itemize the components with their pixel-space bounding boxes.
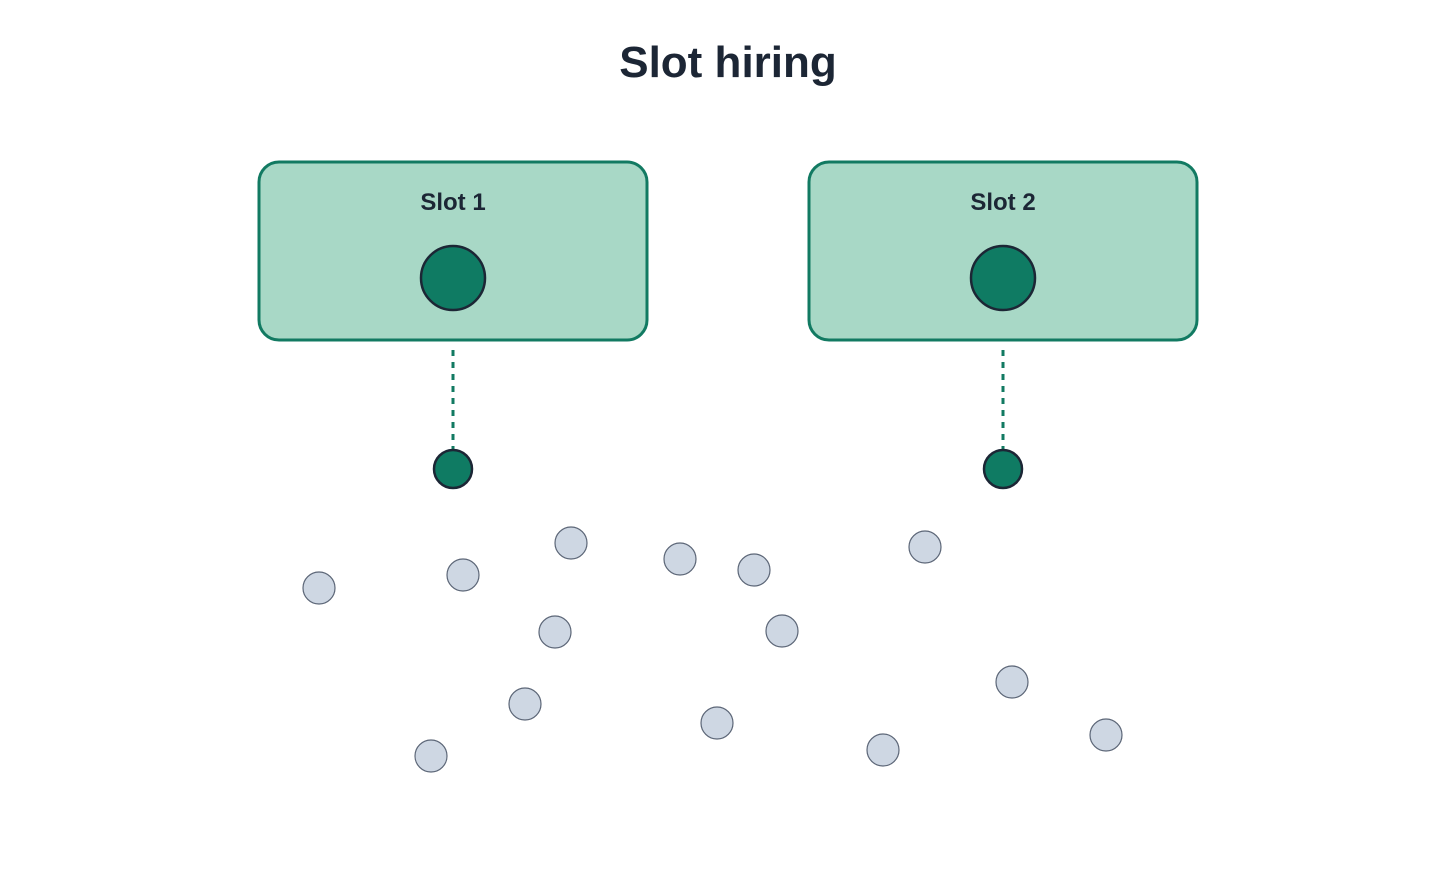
candidate-node — [1089, 718, 1123, 752]
slot-2-occupant — [969, 244, 1037, 312]
candidate-node — [866, 733, 900, 767]
slot-2-hired-node — [982, 448, 1024, 490]
candidate-node — [414, 739, 448, 773]
slot-1: Slot 1 — [257, 160, 649, 342]
candidate-node — [765, 614, 799, 648]
slot-1-label: Slot 1 — [420, 189, 485, 216]
candidate-node — [446, 558, 480, 592]
slot-2-label: Slot 2 — [970, 189, 1035, 216]
candidate-node — [302, 571, 336, 605]
slot-1-hired-node — [432, 448, 474, 490]
slot-1-occupant — [419, 244, 487, 312]
candidate-node — [908, 530, 942, 564]
candidate-node — [554, 526, 588, 560]
page-title: Slot hiring — [619, 38, 837, 87]
candidate-node — [700, 706, 734, 740]
slot-2: Slot 2 — [807, 160, 1199, 342]
candidate-node — [995, 665, 1029, 699]
candidate-node — [508, 687, 542, 721]
candidate-node — [663, 542, 697, 576]
candidate-node — [538, 615, 572, 649]
candidate-node — [737, 553, 771, 587]
candidate-pool — [302, 526, 1123, 773]
